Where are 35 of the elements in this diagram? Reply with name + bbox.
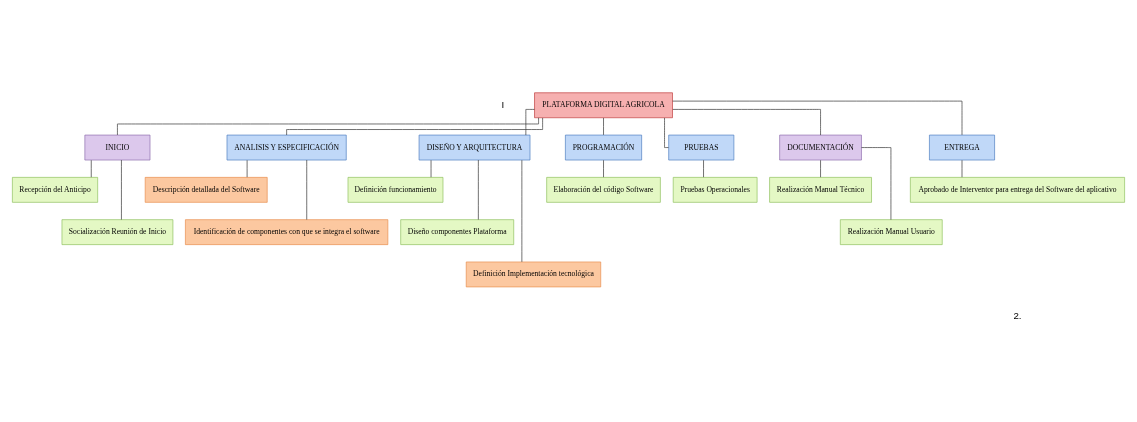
connector [672,100,963,136]
node-box: Realización Manual Técnico [769,177,872,203]
node-box: DISEÑO Y ARQUITECTURA [418,134,531,161]
node-box: DOCUMENTACIÓN [779,134,862,161]
connector [121,159,122,220]
node-box: PROGRAMACIÓN [565,134,642,161]
connector [525,109,535,136]
node-box: Definición Implementación tecnológica [465,261,602,288]
node-box: ENTREGA [929,134,995,161]
label: I [501,98,505,110]
node-box: Recepción del Anticipo [12,177,98,203]
node-box: Aprobado de Interventor para entrega del Software del aplicativo [910,177,1125,203]
connector [672,109,821,136]
node-box: Pruebas Operacionales [672,177,758,203]
node-box: Socialización Reunión de Inicio [61,219,174,245]
node-box: PLATAFORMA DIGITAL AGRICOLA [534,92,673,119]
node-box: INICIO [84,134,151,161]
connector [603,117,604,136]
node-box: ANALISIS Y ESPECIFICACIÓN [226,134,347,161]
connector [478,159,479,220]
label: 2. [1013,310,1022,322]
node-box: PRUEBAS [668,134,735,161]
node-box: Diseño componentes Plataforma [400,219,515,245]
connector [664,117,669,148]
node-box: Definición funcionamiento [347,177,444,203]
connector [820,159,821,178]
node-box: Identificación de componentes con que se integra el software [185,219,389,245]
connector [861,147,892,220]
connector [603,159,604,178]
node-box: Realización Manual Usuario [839,219,943,245]
node-box: Descripción detallada del Software [144,177,268,203]
connector [286,117,543,136]
connector [703,159,704,178]
node-box: Elaboración del código Software [546,177,661,203]
connector [306,159,308,220]
